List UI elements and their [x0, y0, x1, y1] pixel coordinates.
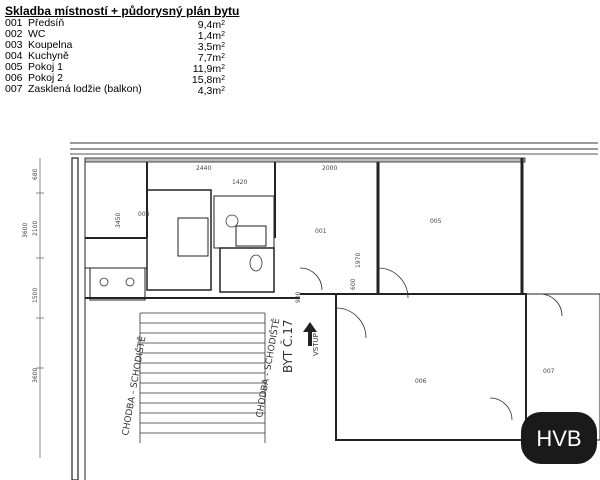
room-area: 3,5m2 [197, 41, 225, 53]
toilet-icon [249, 254, 263, 272]
dim-1420: 1420 [232, 179, 247, 186]
room-name: Pokoj 1 [28, 61, 64, 73]
room-code: 001 [5, 17, 23, 29]
dim-1970: 1970 [355, 253, 362, 268]
corridor-right-label: CHODBA - SCHODIŠTĚ [253, 317, 282, 419]
room-007-label: 007 [543, 368, 555, 375]
flat-number-label: BYT Č.17 [280, 319, 295, 373]
entrance-label: VSTUP [312, 333, 320, 356]
room-area: 11,9m2 [192, 63, 225, 75]
legend-row-007: 007 Zasklená lodžie (balkon) 4,3m2 [5, 83, 305, 97]
room-code: 007 [5, 83, 23, 95]
legend-title: Skladba místností + půdorysný plán bytu [5, 4, 240, 18]
legend-row-002: 002 WC 1,4m2 [5, 28, 305, 42]
room-006-label: 006 [415, 378, 427, 385]
dim-3600-top: 3600 [22, 223, 29, 238]
room-code: 006 [5, 72, 23, 84]
dim-2100: 2100 [32, 221, 39, 236]
room-area: 4,3m2 [197, 85, 225, 97]
room-area: 9,4m2 [197, 19, 225, 31]
logo-text: HVB [536, 426, 581, 451]
stove-icon [99, 277, 109, 287]
floor-plan: CHODBA - SCHODIŠTĚ CHODBA - SCHODIŠTĚ BY… [22, 142, 600, 480]
dim-680: 680 [32, 168, 39, 180]
hvb-logo: HVB [521, 412, 597, 464]
room-code: 005 [5, 61, 23, 73]
room-area: 15,8m2 [191, 74, 225, 86]
room-area: 7,7m2 [197, 52, 225, 64]
dim-3450: 3450 [115, 213, 122, 228]
staircase [139, 312, 266, 443]
sink-icon [225, 214, 239, 228]
dim-2000: 2000 [322, 165, 337, 172]
dim-1500: 1500 [32, 288, 39, 303]
dim-2440: 2440 [196, 165, 211, 172]
room-name: Předsíň [28, 17, 65, 29]
legend-row-001: 001 Předsíň 9,4m2 [5, 17, 305, 31]
room-code: 002 [5, 28, 23, 40]
room-code: 003 [5, 39, 23, 51]
room-001-label: 001 [315, 228, 327, 235]
dim-900: 900 [295, 291, 302, 303]
room-005-label: 005 [430, 218, 442, 225]
dim-3600-bottom: 3600 [32, 368, 39, 383]
room-name: Pokoj 2 [28, 72, 64, 84]
legend-row-005: 005 Pokoj 1 11,9m2 [5, 61, 305, 75]
room-name: Zasklená lodžie (balkon) [28, 83, 142, 95]
room-004-label: 004 [138, 211, 150, 218]
entrance-arrow-icon [303, 322, 317, 346]
corridor-left-label: CHODBA - SCHODIŠTĚ [119, 335, 148, 437]
room-legend: Skladba místností + půdorysný plán bytu … [5, 4, 305, 97]
dim-600: 600 [350, 278, 357, 290]
room-name: Kuchyně [28, 50, 69, 62]
legend-row-003: 003 Koupelna 3,5m2 [5, 39, 305, 53]
room-area: 1,4m2 [197, 30, 225, 42]
room-name: WC [28, 28, 46, 40]
legend-row-006: 006 Pokoj 2 15,8m2 [5, 72, 305, 86]
room-name: Koupelna [28, 39, 73, 51]
room-code: 004 [5, 50, 23, 62]
legend-row-004: 004 Kuchyně 7,7m2 [5, 50, 305, 64]
